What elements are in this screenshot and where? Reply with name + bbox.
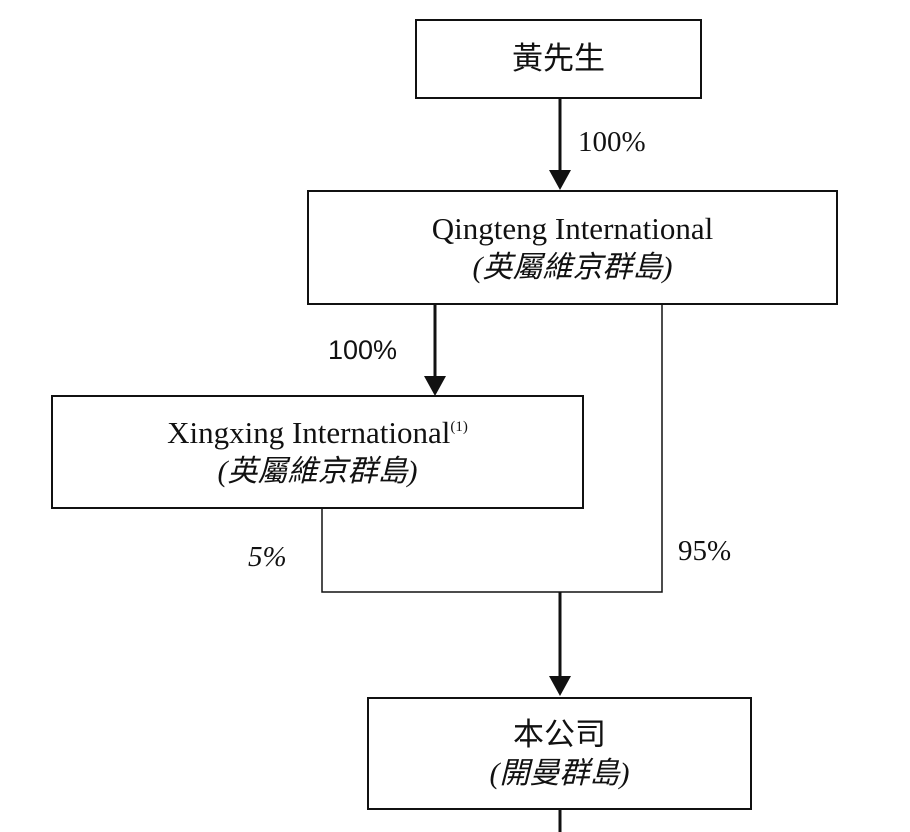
entity-name-mr-huang: 黃先生 xyxy=(512,41,605,76)
footnote-marker: (1) xyxy=(450,419,468,435)
entity-name-xingxing: Xingxing International(1) xyxy=(167,413,468,453)
entity-jurisdiction-qingteng: (英屬維京群島) xyxy=(472,250,673,284)
ownership-label-qingteng-company: 95% xyxy=(678,535,732,567)
connector-xingxing-junction xyxy=(321,508,560,593)
entity-name-qingteng: Qingteng International xyxy=(431,210,714,246)
entity-box-mr-huang: 黃先生 xyxy=(415,19,702,99)
entity-jurisdiction-xingxing: (英屬維京群島) xyxy=(217,455,418,488)
arrowhead-xingxing xyxy=(424,376,446,396)
arrowhead-qingteng xyxy=(549,170,571,190)
entity-box-xingxing: Xingxing International(1) (英屬維京群島) xyxy=(51,395,584,509)
connector-qingteng-junction xyxy=(560,304,663,593)
entity-box-company: 本公司 (開曼群島) xyxy=(367,697,752,810)
entity-name-xingxing-text: Xingxing International xyxy=(167,415,451,450)
arrowhead-company xyxy=(549,676,571,696)
entity-box-qingteng: Qingteng International (英屬維京群島) xyxy=(307,190,838,305)
ownership-label-xingxing-company: 5% xyxy=(248,541,287,573)
entity-jurisdiction-company: (開曼群島) xyxy=(489,756,630,790)
ownership-label-huang-qingteng: 100% xyxy=(578,126,646,158)
entity-name-company: 本公司 xyxy=(513,716,606,752)
ownership-label-qingteng-xingxing: 100% xyxy=(328,335,398,365)
